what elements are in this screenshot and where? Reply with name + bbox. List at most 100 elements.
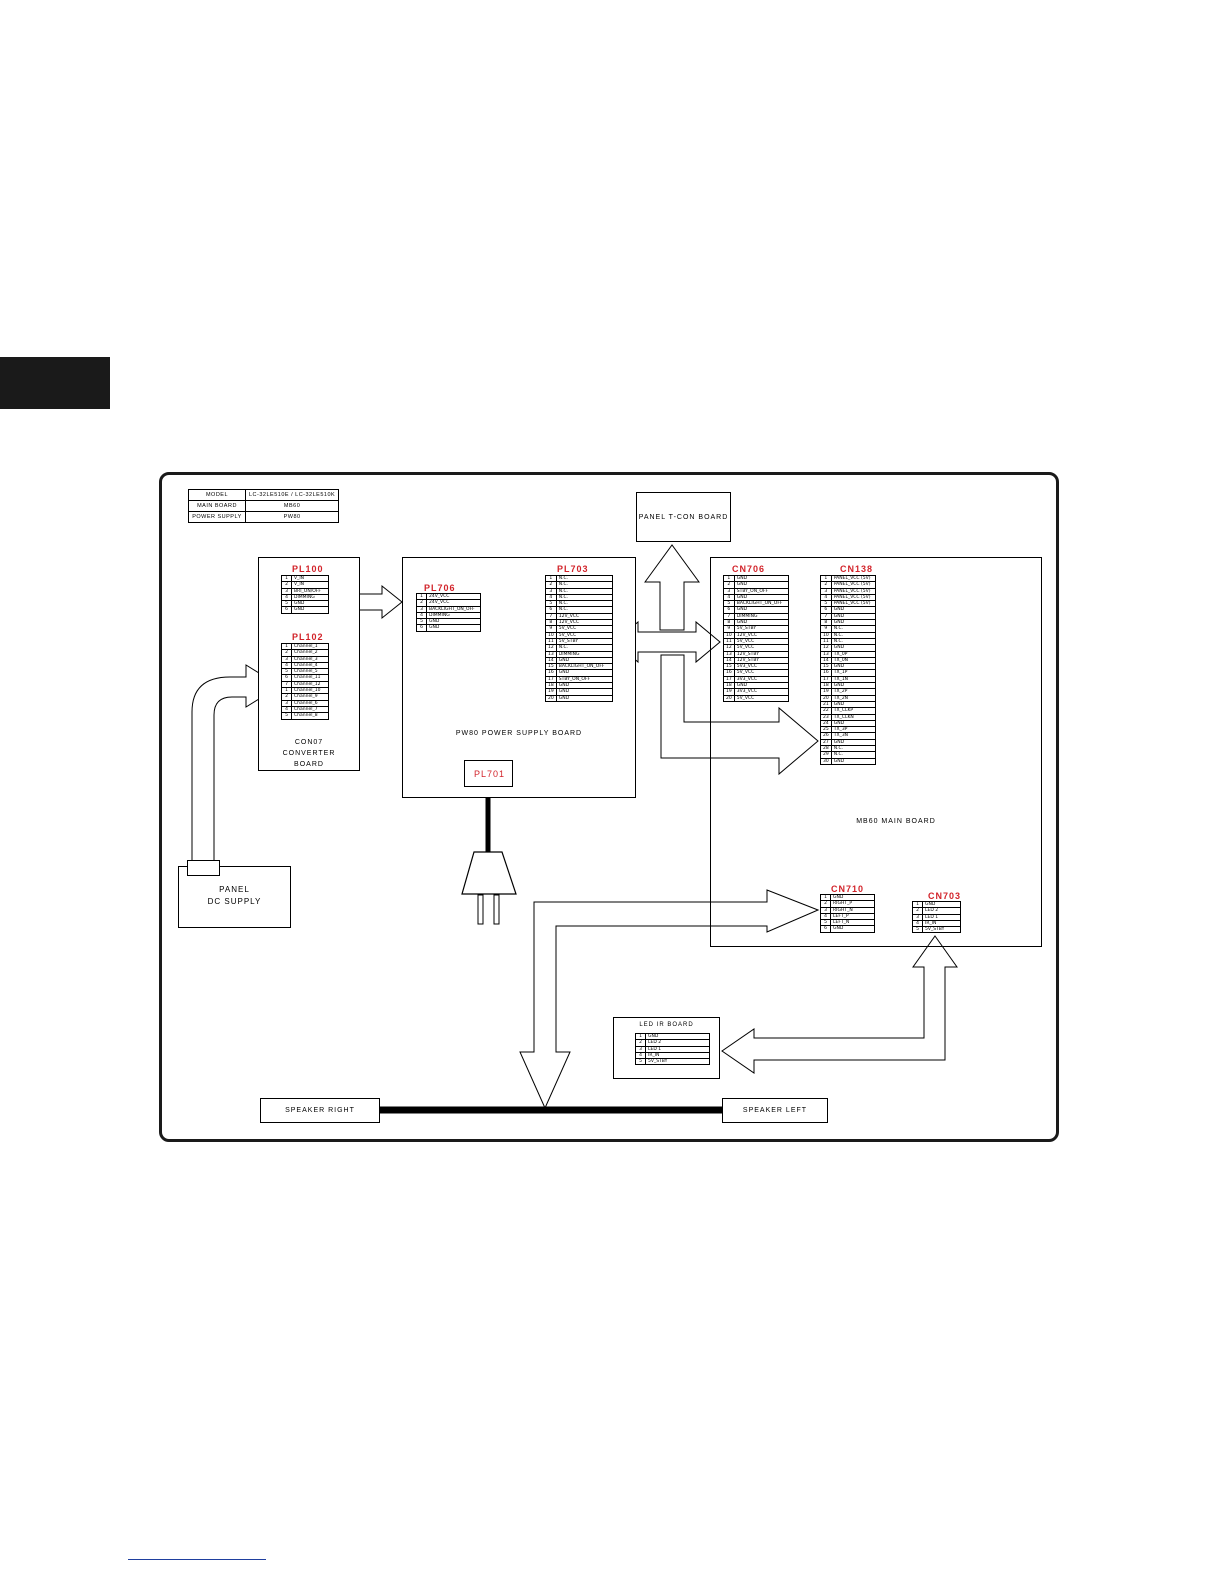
- pin-number: 20: [545, 694, 557, 702]
- pin-signal: STBY_ON_OFF: [733, 587, 790, 595]
- model-value: LC-32LE510E / LC-32LE510K: [244, 489, 340, 501]
- pin-signal: PANEL_VCC (5V): [830, 581, 877, 589]
- pin-signal: GND: [426, 624, 481, 632]
- power-supply-key: POWER SUPPLY: [188, 511, 246, 523]
- pl706-title: PL706: [424, 583, 456, 593]
- cn706-title: CN706: [732, 564, 766, 574]
- con07-label-2: CONVERTER: [282, 750, 336, 757]
- pl701-connector: PL701: [464, 760, 513, 787]
- pw80-label: PW80 POWER SUPPLY BOARD: [455, 730, 583, 737]
- pin-signal: PANEL_VCC (5V): [830, 593, 877, 602]
- pin-signal: PANEL_VCC (5V): [830, 600, 877, 608]
- panel-dc-label-2: DC SUPPLY: [207, 897, 262, 906]
- pin-signal: Channel_2: [291, 649, 329, 657]
- pin-number: 5: [281, 712, 292, 720]
- pin-number: 6: [820, 925, 831, 933]
- pl701-title: PL701: [474, 769, 506, 779]
- main-board-value: MB60: [244, 500, 340, 512]
- pin-signal: DIMMING: [291, 593, 329, 602]
- block-diagram-frame: [159, 472, 1059, 1142]
- cn703-title: CN703: [928, 891, 962, 901]
- speaker-right-label: SPEAKER RIGHT: [285, 1107, 355, 1114]
- speaker-left: SPEAKER LEFT: [722, 1098, 828, 1123]
- model-key: MODEL: [188, 489, 246, 501]
- speaker-left-label: SPEAKER LEFT: [742, 1107, 808, 1114]
- pin-signal: IR_IN: [645, 1051, 710, 1060]
- pl703-title: PL703: [557, 564, 589, 574]
- pin-signal: GND: [645, 1032, 710, 1041]
- pin-number: 5: [635, 1058, 646, 1066]
- panel-dc-connector: [187, 860, 220, 876]
- pin-signal: GND: [830, 925, 875, 933]
- pin-signal: BRI_ON/OFF: [291, 587, 329, 595]
- con07-label-1: CON07: [294, 739, 324, 746]
- pin-signal: TX_CLKN: [830, 713, 877, 721]
- pin-signal: BACKLIGHT_ON_OFF: [426, 605, 481, 613]
- mb60-label: MB60 MAIN BOARD: [856, 818, 936, 825]
- pin-signal: Channel_9: [291, 693, 329, 701]
- pin-number: 30: [820, 757, 832, 765]
- power-supply-value: PW80: [244, 511, 340, 523]
- main-board-key: MAIN BOARD: [188, 500, 246, 512]
- pin-signal: Channel_11: [291, 674, 329, 682]
- pin-signal: GND: [555, 694, 614, 702]
- pin-signal: PANEL_VCC (5V): [830, 574, 877, 583]
- pin-signal: Channel_3: [291, 655, 329, 663]
- speaker-right: SPEAKER RIGHT: [260, 1098, 380, 1123]
- panel-dc-supply: PANEL DC SUPPLY: [178, 866, 291, 928]
- footer-rule: [128, 1559, 266, 1560]
- mb60-main-board: MB60 MAIN BOARD: [710, 557, 1042, 947]
- pin-number: 6: [281, 606, 292, 614]
- led-ir-label: LED IR BOARD: [639, 1022, 694, 1028]
- pin-signal: STBY_ON_OFF: [555, 675, 614, 684]
- pin-signal: 5V_STBY: [922, 926, 961, 934]
- pin-signal: 5V_VCC: [733, 694, 790, 702]
- pin-number: 20: [723, 694, 735, 702]
- section-tab: [0, 357, 110, 409]
- pl100-title: PL100: [292, 564, 324, 574]
- pin-number: 5: [912, 926, 923, 934]
- pin-signal: LED 1: [645, 1045, 710, 1053]
- pin-signal: BACKLIGHT_ON_OFF: [555, 663, 614, 671]
- cn138-title: CN138: [840, 564, 874, 574]
- pin-signal: LED 2: [645, 1039, 710, 1047]
- pin-number: 6: [416, 624, 427, 632]
- pin-signal: Channel_8: [291, 712, 329, 720]
- pl102-title: PL102: [292, 632, 324, 642]
